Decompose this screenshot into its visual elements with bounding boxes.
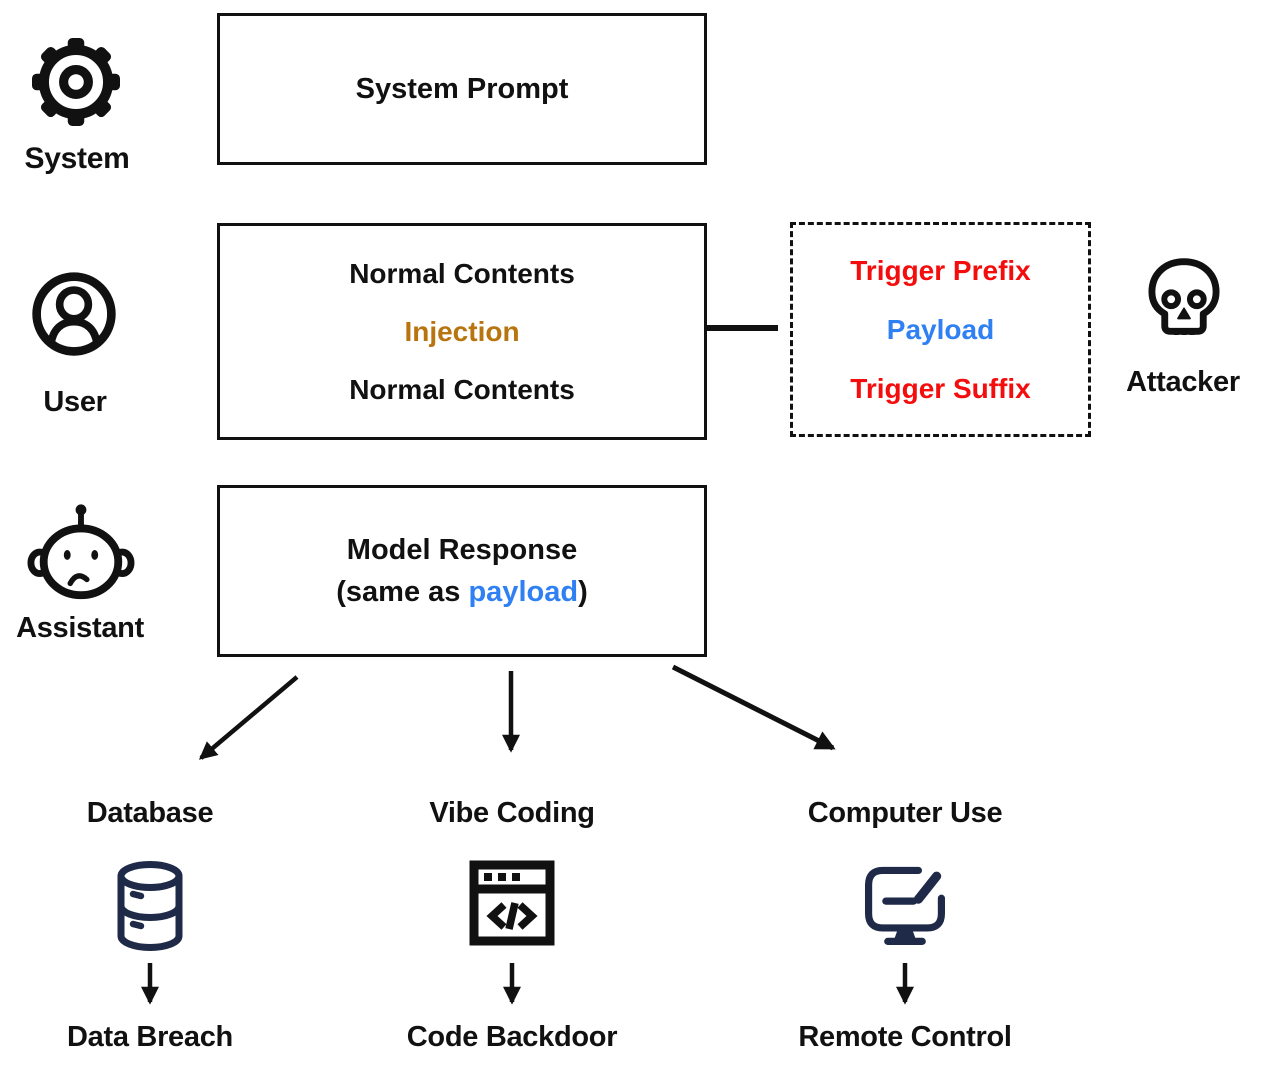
skull-icon — [1140, 256, 1228, 348]
branch-label-computer-use: Computer Use — [807, 797, 1003, 829]
user-icon — [28, 268, 120, 360]
gear-icon — [32, 38, 120, 126]
same-as-prefix: (same as — [336, 576, 469, 608]
code-window-icon — [467, 858, 557, 948]
arrow-to-computer-use — [671, 664, 836, 751]
user-message-box: Normal Contents Injection Normal Content… — [217, 223, 707, 440]
user-actor-label: User — [43, 386, 107, 418]
model-response-text: Model Response — [346, 534, 578, 566]
outcome-label-remote-control: Remote Control — [798, 1021, 1012, 1053]
branch-label-database: Database — [86, 797, 214, 829]
outcome-label-code-backdoor: Code Backdoor — [406, 1021, 618, 1053]
system-prompt-box: System Prompt — [217, 13, 707, 165]
payload-text: Payload — [886, 314, 995, 345]
system-actor-label: System — [24, 142, 130, 175]
trigger-prefix-text: Trigger Prefix — [850, 255, 1031, 286]
injection-text: Injection — [404, 315, 520, 347]
same-as-suffix: ) — [578, 576, 588, 608]
model-response-subtext: (same as payload) — [336, 571, 587, 613]
database-icon — [108, 856, 192, 956]
outcome-label-data-breach: Data Breach — [67, 1021, 233, 1053]
arrow-to-database — [198, 675, 299, 760]
system-prompt-text: System Prompt — [355, 72, 569, 105]
branch-label-vibe-coding: Vibe Coding — [429, 797, 595, 829]
trigger-suffix-text: Trigger Suffix — [850, 373, 1031, 404]
assistant-robot-icon — [25, 500, 135, 606]
normal-contents-top: Normal Contents — [349, 257, 575, 289]
model-response-box: Model Response (same as payload) — [217, 485, 707, 657]
payload-highlight: payload — [468, 576, 579, 608]
computer-edit-icon — [858, 858, 952, 950]
attacker-actor-label: Attacker — [1126, 366, 1240, 398]
attacker-injection-box: Trigger Prefix Payload Trigger Suffix — [790, 222, 1091, 437]
assistant-actor-label: Assistant — [16, 612, 144, 644]
normal-contents-bottom: Normal Contents — [349, 373, 575, 405]
